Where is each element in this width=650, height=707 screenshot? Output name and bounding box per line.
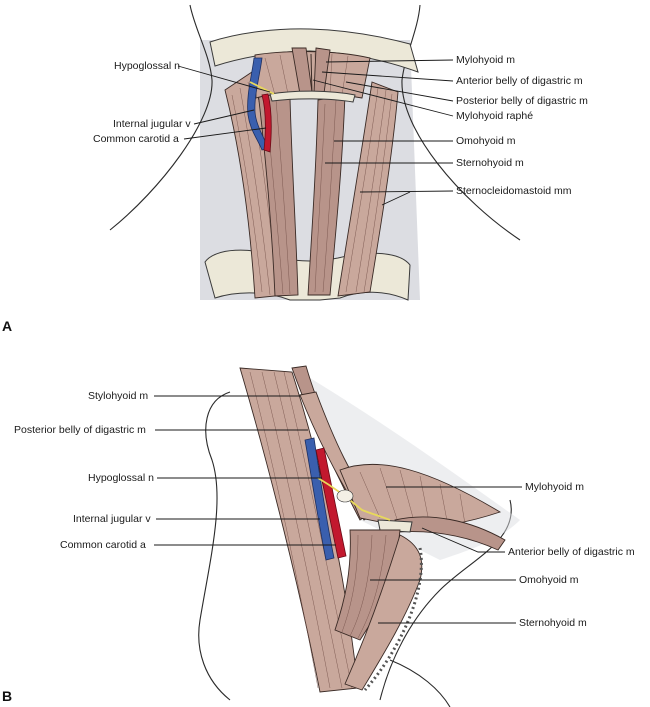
label-a-mylohyoid: Mylohyoid m <box>456 54 515 66</box>
label-b-common-carotid: Common carotid a <box>60 539 146 551</box>
panel-b-hypoglossal-nerve <box>317 477 391 521</box>
panel-a-mylohyoid-raphe <box>310 53 313 95</box>
label-b-stylohyoid: Stylohyoid m <box>88 390 148 402</box>
panel-b-face-outline <box>198 391 231 701</box>
label-b-anterior-digastric: Anterior belly of digastric m <box>508 546 635 558</box>
panel-b-hyoid-bone <box>377 519 413 533</box>
panel-b-letter: B <box>2 688 12 704</box>
panel-a-labels: A Hypoglossal n Internal jugular v Commo… <box>2 54 588 334</box>
label-a-common-carotid: Common carotid a <box>93 133 179 145</box>
panel-a-illustration <box>109 4 521 301</box>
label-a-hypoglossal: Hypoglossal n <box>114 60 180 72</box>
panel-a-hyoid-bone <box>269 90 356 103</box>
panel-a-common-carotid-artery <box>261 93 272 153</box>
panel-a-letter: A <box>2 318 12 334</box>
label-b-hypoglossal: Hypoglossal n <box>88 472 154 484</box>
label-b-omohyoid: Omohyoid m <box>519 574 579 586</box>
label-b-mylohyoid: Mylohyoid m <box>525 481 584 493</box>
panel-b-internal-jugular-vein <box>304 437 335 561</box>
panel-a-right-sternocleidomastoid <box>337 81 399 297</box>
label-a-sternohyoid: Sternohyoid m <box>456 157 524 169</box>
panel-a-hypoglossal-nerve <box>249 81 275 95</box>
panel-b-illustration <box>198 365 520 707</box>
panel-a-right-neck-outline <box>401 4 521 241</box>
label-a-internal-jugular: Internal jugular v <box>113 118 191 130</box>
label-a-mylohyoid-raphe: Mylohyoid raphé <box>456 110 533 122</box>
panel-b-common-carotid-artery <box>315 447 347 559</box>
label-b-posterior-digastric: Posterior belly of digastric m <box>14 424 146 436</box>
label-b-sternohyoid: Sternohyoid m <box>519 617 587 629</box>
panel-a-left-neck-outline <box>109 4 213 231</box>
panel-b-labels: B Stylohyoid m Posterior belly of digast… <box>2 390 635 704</box>
label-a-sternocleidomastoid: Sternocleidomastoid mm <box>456 185 572 197</box>
label-a-anterior-digastric: Anterior belly of digastric m <box>456 75 583 87</box>
label-b-internal-jugular: Internal jugular v <box>73 513 151 525</box>
label-a-posterior-digastric: Posterior belly of digastric m <box>456 95 588 107</box>
panel-b-anterior-digastric <box>394 516 506 551</box>
label-a-omohyoid: Omohyoid m <box>456 135 516 147</box>
